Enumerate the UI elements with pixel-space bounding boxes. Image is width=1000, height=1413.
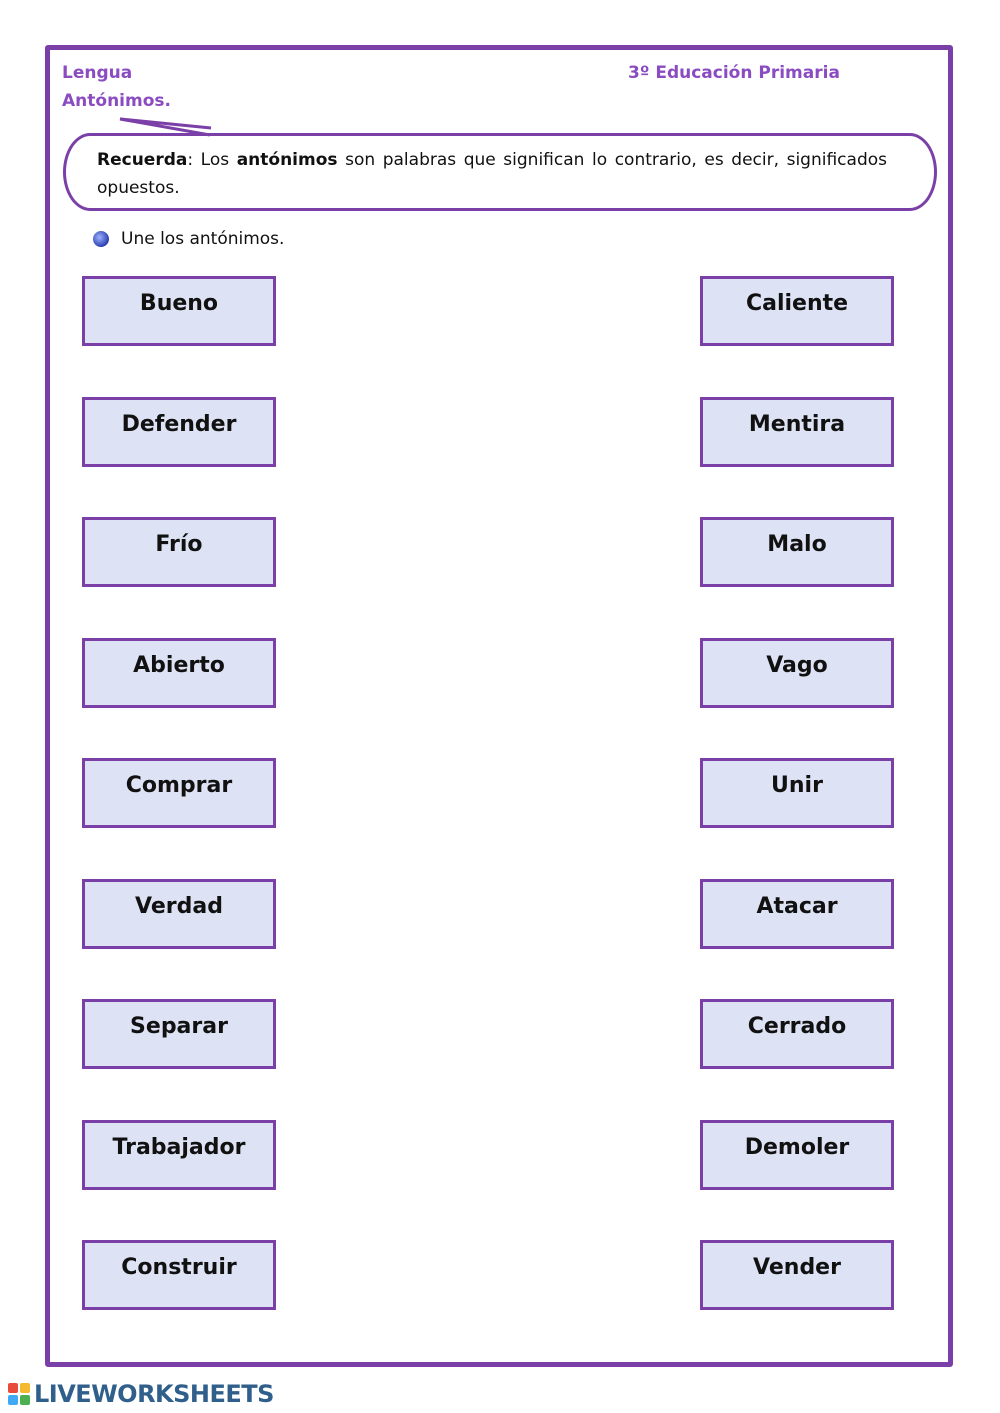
left-word-box[interactable]: Abierto [82,638,276,708]
instruction-text: Une los antónimos. [121,229,285,249]
right-word-box[interactable]: Malo [700,517,894,587]
right-word-box[interactable]: Vender [700,1240,894,1310]
right-word-box[interactable]: Demoler [700,1120,894,1190]
reminder-text-part2: son palabras que significan lo contrario… [97,150,887,198]
worksheet-frame [45,45,953,1367]
callout-pointer [119,117,212,137]
left-word-box[interactable]: Frío [82,517,276,587]
right-word-box[interactable]: Atacar [700,879,894,949]
right-word-box[interactable]: Cerrado [700,999,894,1069]
grade-label: 3º Educación Primaria [628,63,840,83]
reminder-label: Recuerda [97,150,188,170]
left-word-box[interactable]: Trabajador [82,1120,276,1190]
instruction: Une los antónimos. [93,229,284,249]
right-word-box[interactable]: Mentira [700,397,894,467]
right-word-box[interactable]: Caliente [700,276,894,346]
left-word-box[interactable]: Defender [82,397,276,467]
liveworksheets-logo-icon [8,1383,30,1405]
footer-logo: LIVEWORKSHEETS [8,1380,274,1408]
left-word-box[interactable]: Bueno [82,276,276,346]
left-word-box[interactable]: Verdad [82,879,276,949]
reminder-keyword: antónimos [236,150,338,170]
reminder-callout [63,133,937,211]
reminder-text-part1: : Los [187,150,237,170]
brand-name: LIVEWORKSHEETS [34,1380,274,1408]
topic-label: Antónimos. [62,91,171,111]
bullet-icon [93,231,109,247]
subject-label: Lengua [62,63,133,83]
left-word-box[interactable]: Separar [82,999,276,1069]
left-word-box[interactable]: Comprar [82,758,276,828]
right-word-box[interactable]: Vago [700,638,894,708]
right-word-box[interactable]: Unir [700,758,894,828]
reminder-text: Recuerda: Los antónimos son palabras que… [97,146,887,202]
left-word-box[interactable]: Construir [82,1240,276,1310]
